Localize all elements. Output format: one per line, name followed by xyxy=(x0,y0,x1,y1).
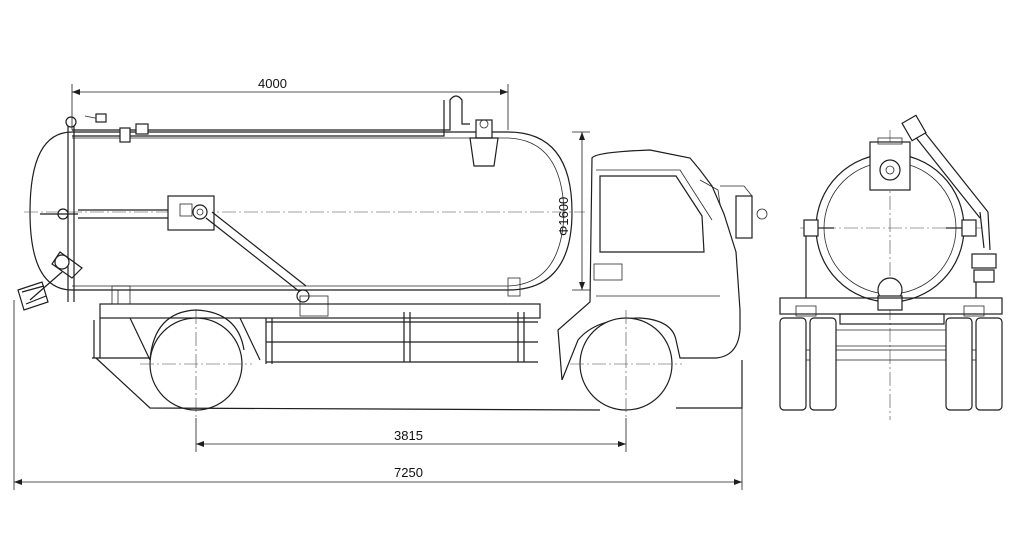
top-pipe xyxy=(72,95,470,143)
dim-wheelbase-label: 3815 xyxy=(394,428,423,443)
dim-tank-diameter: Φ1600 xyxy=(556,131,590,291)
rear-discharge-valve xyxy=(17,271,63,311)
rear-view xyxy=(779,114,1003,420)
separator-valve xyxy=(469,119,499,167)
dim-overall-length-label: 7250 xyxy=(394,465,423,480)
dim-tank-diameter-label: Φ1600 xyxy=(556,197,571,236)
side-guard xyxy=(92,312,538,364)
dim-overall-length: 7250 xyxy=(13,300,743,490)
dim-wheelbase: 3815 xyxy=(195,418,627,452)
dim-tank-length: 4000 xyxy=(71,76,509,130)
rear-door-frame xyxy=(40,116,168,302)
subframe xyxy=(93,285,541,358)
front-wheel xyxy=(570,310,682,418)
dim-tank-length-label: 4000 xyxy=(258,76,287,91)
cab xyxy=(557,149,768,381)
hydraulic-cylinder xyxy=(167,195,310,303)
tank-body xyxy=(24,131,585,297)
rear-wheel xyxy=(140,310,252,418)
side-view xyxy=(17,95,768,418)
